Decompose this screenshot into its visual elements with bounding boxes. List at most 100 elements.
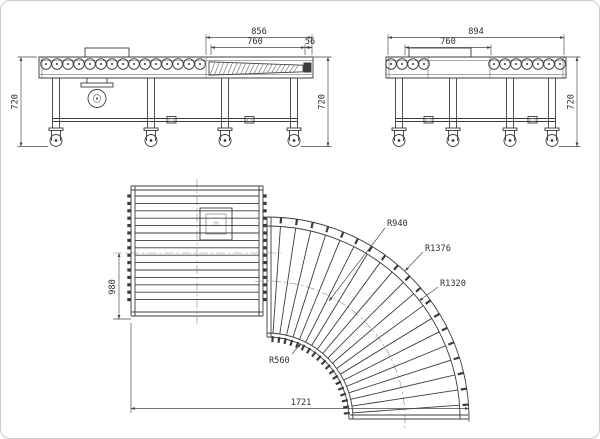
dim-R1376-label: R1376 (425, 244, 451, 254)
roller-tab (127, 224, 131, 228)
lower-brace (395, 118, 556, 122)
curve-roller (346, 345, 446, 387)
dim-720L-extensions (17, 56, 48, 147)
dim-R560-label: R560 (269, 356, 290, 366)
dim-R1320-label: R1320 (440, 279, 466, 289)
roller-axle-dot (155, 63, 157, 65)
curve-roller (327, 282, 404, 359)
roller-tab-inner (341, 398, 349, 403)
roller-axle-dot (100, 63, 102, 65)
roller-tab (127, 290, 131, 294)
curve-roller (286, 230, 312, 336)
dim-56-label: 56 (305, 37, 315, 47)
roller-tab (263, 201, 267, 205)
drive-drum (303, 62, 312, 73)
dim-1721-extensions (130, 323, 470, 422)
roller-tab (127, 246, 131, 250)
hatch-line (288, 64, 295, 73)
curve-roller (317, 262, 381, 350)
roller-circles (385, 58, 566, 70)
hatch-line (214, 62, 220, 76)
brace-connector (423, 116, 434, 124)
roller-axle-dot (133, 63, 135, 65)
leader-R1376 (404, 251, 424, 272)
caster-wheel (545, 134, 559, 147)
roller-tab-outer (404, 275, 411, 282)
roller-tab-outer (367, 245, 373, 253)
roller-circle (194, 58, 206, 70)
dim-980-label: 980 (108, 279, 118, 295)
roller-tab-inner (332, 374, 339, 380)
roller-axle-dot (526, 63, 528, 65)
curve-radial-rollers (271, 217, 469, 415)
curve-roller (351, 389, 458, 407)
package-outline (408, 47, 472, 58)
brace-connector (244, 116, 255, 124)
roller-tab (127, 209, 131, 213)
roller-tab-outer (295, 219, 299, 226)
roller-axle-dot (67, 63, 69, 65)
roller-axle-dot (390, 63, 392, 65)
roller-tab-outer (354, 238, 359, 245)
bed-outline (385, 56, 567, 79)
dim-1721-label: 1721 (291, 398, 312, 408)
curve-roller (332, 293, 415, 364)
belt-taper-outline (208, 61, 304, 76)
curve-roller (350, 374, 456, 400)
roller-axle-dot (412, 63, 414, 65)
left-elevation-view: 856 760 56 720 720 (11, 27, 332, 147)
roller-tab (263, 231, 267, 235)
motor-axle-dot (96, 97, 98, 100)
roller-axle-dot (515, 63, 517, 65)
roller-tab-outer (460, 387, 467, 391)
roller-tab-outer (425, 299, 432, 305)
roller-axle-dot (504, 63, 506, 65)
roller-tab-inner (316, 355, 322, 362)
roller-axle-dot (45, 63, 47, 65)
roller-tab-outer (447, 341, 455, 346)
straight-rollers (127, 194, 267, 302)
right-elevation-view: 894 760 720 (385, 27, 581, 147)
roller-tab-inner (320, 359, 327, 366)
curve-end-frames (266, 217, 469, 420)
caster-plate (143, 127, 159, 131)
caster-hub-dot (508, 139, 512, 142)
roller-axle-dot (144, 63, 146, 65)
bed-rails (39, 57, 313, 78)
hatch-line (227, 62, 233, 75)
roller-tab (263, 290, 267, 294)
lower-brace (52, 118, 298, 122)
hatch-line (236, 62, 242, 75)
roller-tab (263, 253, 267, 257)
brace-connector (166, 116, 177, 124)
roller-tab-outer (441, 326, 448, 332)
roller-tab-outer (433, 312, 440, 318)
dim-720RR-label: 720 (567, 94, 577, 110)
roller-tab-outer (310, 222, 314, 229)
roller-tab-outer (393, 264, 399, 271)
roller-tab (263, 194, 267, 198)
hatch-line (280, 64, 286, 73)
dim-894-label: 894 (468, 27, 484, 37)
roller-circle (554, 58, 566, 70)
caster-plate (217, 127, 233, 131)
belt-hatch (209, 61, 299, 76)
caster-hub-dot (149, 139, 153, 142)
hatch-line (222, 62, 229, 75)
hatch-line (284, 64, 291, 73)
brace-connector-inner (529, 118, 536, 122)
roller-tab (127, 298, 131, 302)
roller-tab (127, 261, 131, 265)
roller-tab-outer (415, 286, 422, 293)
dim-760-label: 760 (247, 37, 263, 47)
caster-hub-dot (550, 139, 554, 142)
dim-856-label: 856 (251, 27, 267, 37)
caster-hub-dot (451, 139, 455, 142)
caster-plate (544, 127, 560, 131)
hatch-line (240, 63, 247, 75)
roller-tab (263, 238, 267, 242)
motor-mount-links (86, 78, 108, 83)
straight-end-frames (131, 185, 263, 317)
leader-R940 (328, 227, 386, 302)
